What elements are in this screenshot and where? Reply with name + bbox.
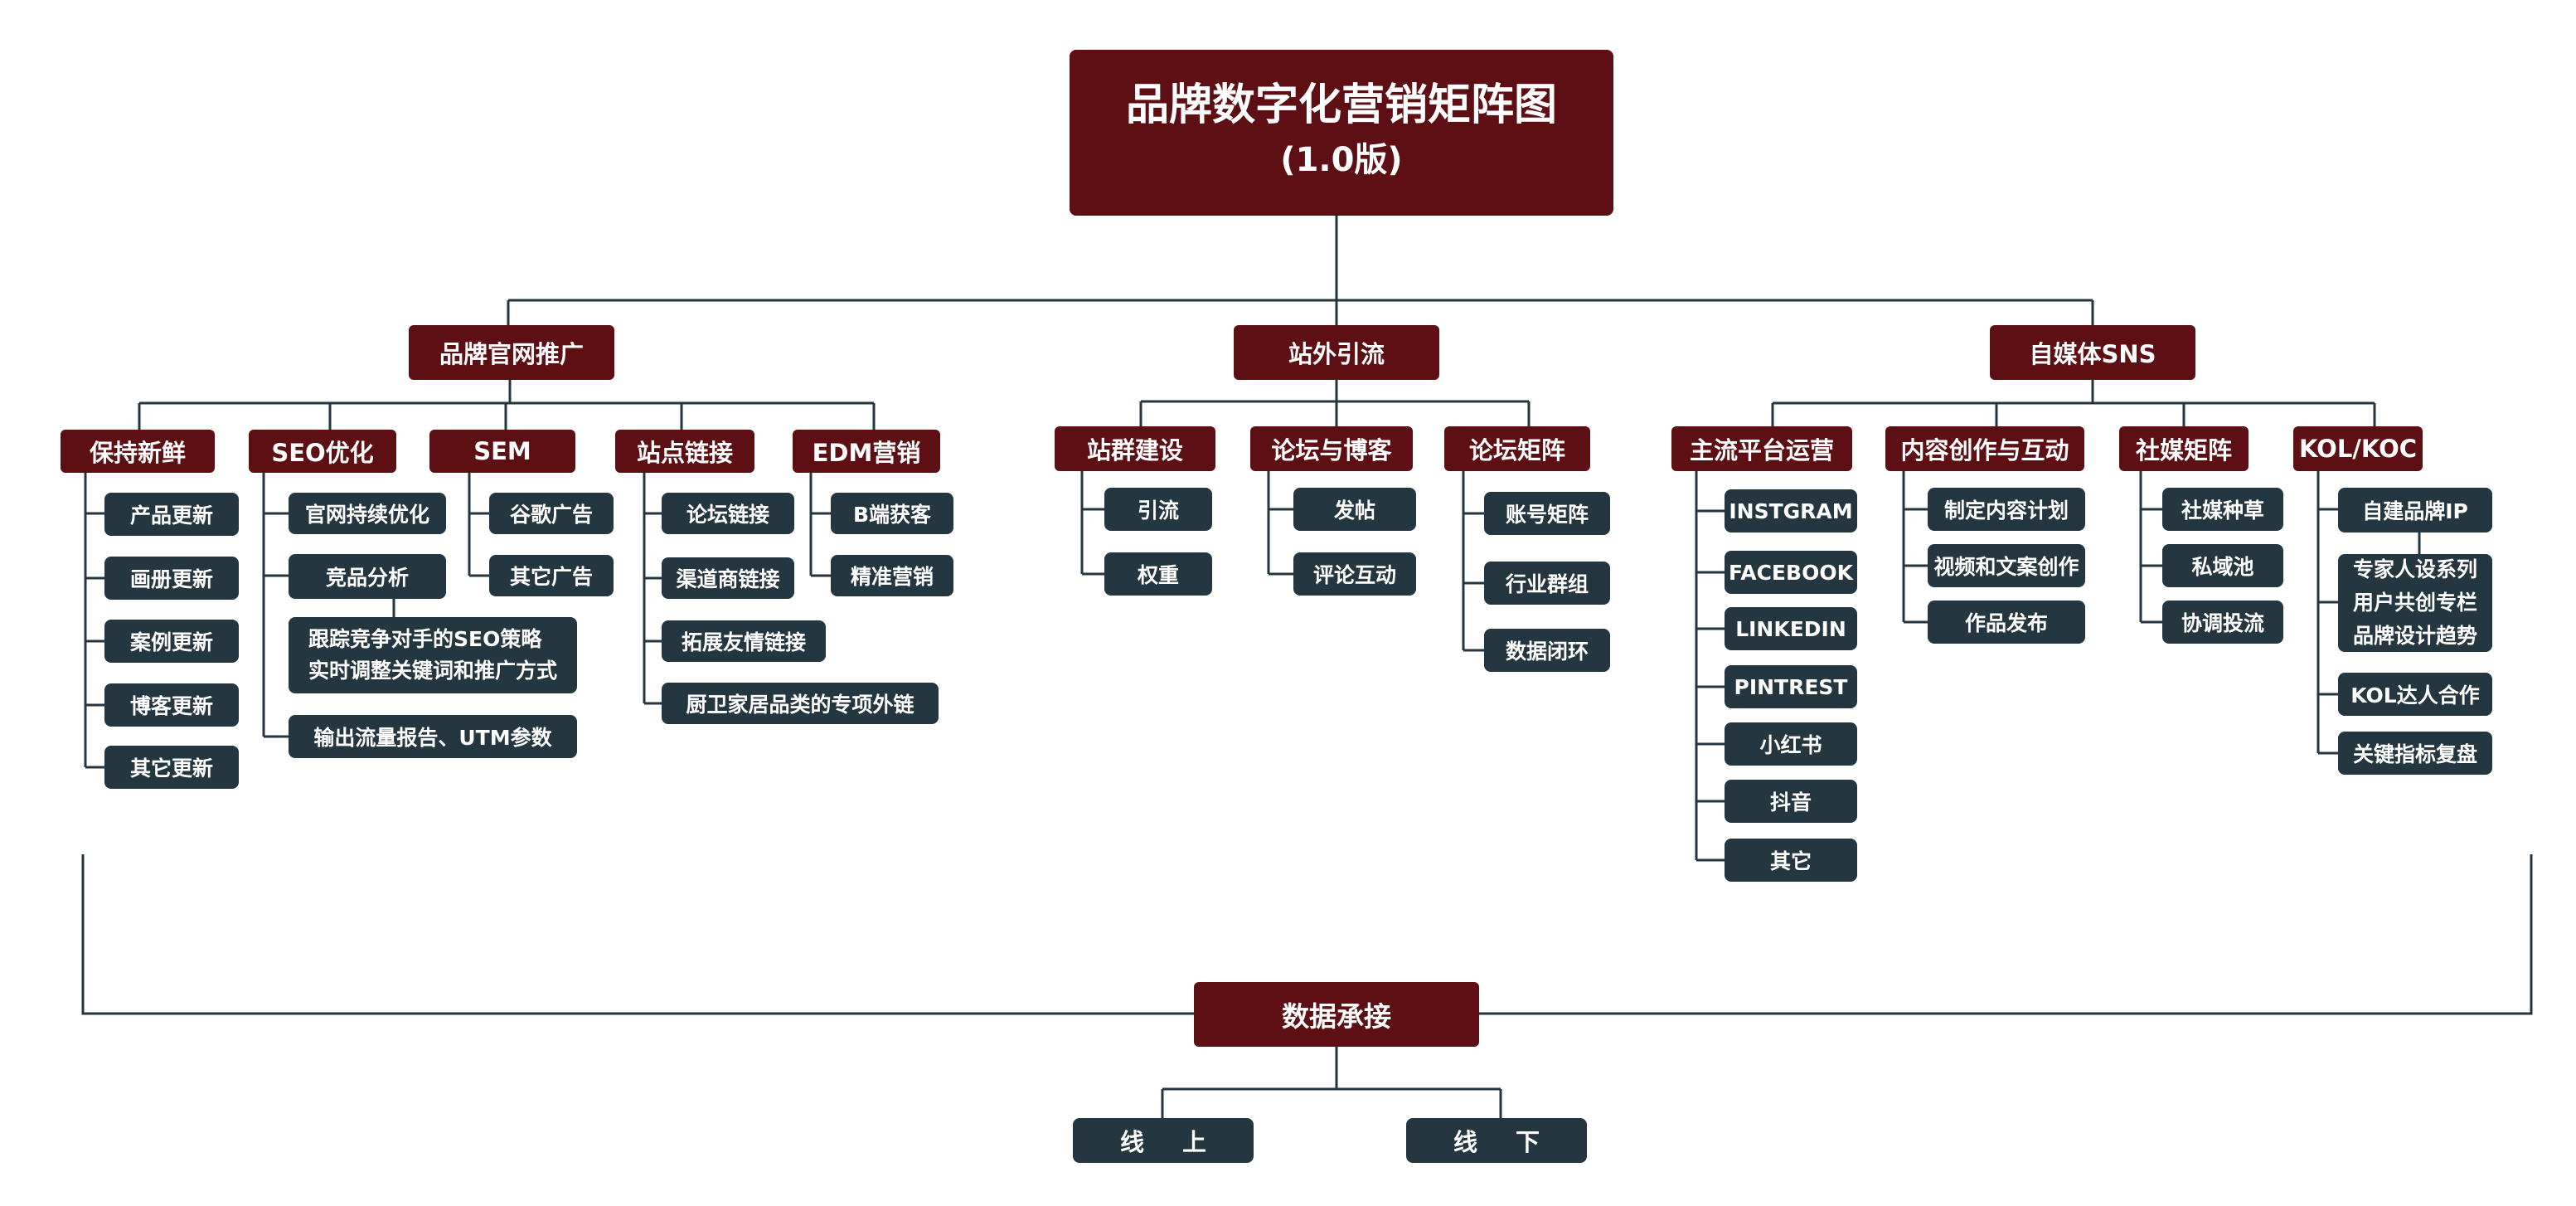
category-offsite-traffic: 站外引流: [1234, 325, 1439, 380]
item-other-platforms: 其它: [1725, 839, 1857, 882]
item-weight: 权重: [1104, 552, 1212, 596]
item-kpi-review: 关键指标复盘: [2338, 732, 2492, 775]
sub-site-group: 站群建设: [1055, 426, 1215, 471]
sub-platform-ops: 主流平台运营: [1671, 426, 1852, 471]
sub-site-links: 站点链接: [615, 430, 754, 473]
root-title-line2: (1.0版): [1280, 141, 1403, 179]
item-seo-strategy-note: 跟踪竞争对手的SEO策略 实时调整关键词和推广方式: [289, 617, 577, 693]
kol-series-line1: 专家人设系列: [2352, 557, 2477, 581]
kol-series-line3: 品牌设计趋势: [2352, 624, 2477, 648]
item-drainage: 引流: [1104, 488, 1212, 531]
sub-keep-fresh: 保持新鲜: [61, 430, 215, 473]
item-other-ads: 其它广告: [489, 555, 614, 596]
root-title: 品牌数字化营销矩阵图 (1.0版): [1070, 50, 1613, 216]
sub-social-matrix: 社媒矩阵: [2119, 426, 2249, 471]
item-social-seeding: 社媒种草: [2162, 488, 2283, 531]
item-traffic-report: 输出流量报告、UTM参数: [289, 715, 577, 758]
data-link-node: 数据承接: [1194, 982, 1479, 1047]
sub-edm: EDM营销: [793, 430, 940, 473]
item-brochure-update: 画册更新: [104, 557, 239, 600]
item-posting: 发帖: [1293, 488, 1416, 531]
item-precision-marketing: 精准营销: [831, 555, 953, 596]
item-kol-content-series: 专家人设系列 用户共创专栏 品牌设计趋势: [2338, 554, 2492, 652]
item-category-backlinks: 厨卫家居品类的专项外链: [662, 683, 939, 724]
item-comment-interaction: 评论互动: [1293, 552, 1416, 596]
online-node: 线 上: [1073, 1118, 1254, 1163]
sub-content-creation: 内容创作与互动: [1885, 426, 2084, 471]
item-brand-ip: 自建品牌IP: [2338, 488, 2492, 532]
item-xiaohongshu: 小红书: [1725, 722, 1857, 766]
item-competitor-analysis: 竞品分析: [289, 554, 446, 599]
item-site-optimization: 官网持续优化: [289, 493, 446, 534]
root-title-line1: 品牌数字化营销矩阵图: [1125, 80, 1557, 130]
sub-forum-matrix: 论坛矩阵: [1444, 426, 1590, 471]
item-other-update: 其它更新: [104, 746, 239, 789]
item-forum-links: 论坛链接: [662, 493, 794, 534]
kol-series-line2: 用户共创专栏: [2352, 591, 2477, 615]
item-data-loop: 数据闭环: [1484, 629, 1610, 672]
item-industry-groups: 行业群组: [1484, 562, 1610, 605]
item-instagram: INSTGRAM: [1725, 489, 1857, 532]
item-private-pool: 私域池: [2162, 544, 2283, 587]
item-video-copywriting: 视频和文案创作: [1928, 544, 2085, 587]
seo-note-line2: 实时调整关键词和推广方式: [308, 659, 558, 683]
item-friend-links: 拓展友情链接: [662, 620, 826, 662]
sub-forum-blog: 论坛与博客: [1250, 426, 1413, 471]
item-coordinated-ads: 协调投流: [2162, 601, 2283, 644]
item-kol-cooperation: KOL达人合作: [2338, 673, 2492, 716]
item-b2b-acquisition: B端获客: [831, 493, 953, 534]
item-channel-links: 渠道商链接: [662, 557, 794, 599]
item-blog-update: 博客更新: [104, 683, 239, 727]
sub-kol-koc: KOL/KOC: [2293, 426, 2423, 471]
item-case-update: 案例更新: [104, 620, 239, 663]
offline-node: 线 下: [1406, 1118, 1587, 1163]
item-product-update: 产品更新: [104, 493, 239, 536]
item-account-matrix: 账号矩阵: [1484, 492, 1610, 535]
seo-note-line1: 跟踪竞争对手的SEO策略: [308, 627, 542, 651]
item-facebook: FACEBOOK: [1725, 551, 1857, 594]
category-social-media-sns: 自媒体SNS: [1990, 325, 2195, 380]
item-douyin: 抖音: [1725, 780, 1857, 823]
item-linkedin: LINKEDIN: [1725, 607, 1857, 650]
item-pintrest: PINTREST: [1725, 665, 1857, 708]
item-google-ads: 谷歌广告: [489, 493, 614, 534]
item-content-plan: 制定内容计划: [1928, 488, 2085, 531]
sub-seo: SEO优化: [249, 430, 396, 473]
category-website-promotion: 品牌官网推广: [409, 325, 614, 380]
item-publish-works: 作品发布: [1928, 601, 2085, 644]
sub-sem: SEM: [429, 430, 575, 473]
